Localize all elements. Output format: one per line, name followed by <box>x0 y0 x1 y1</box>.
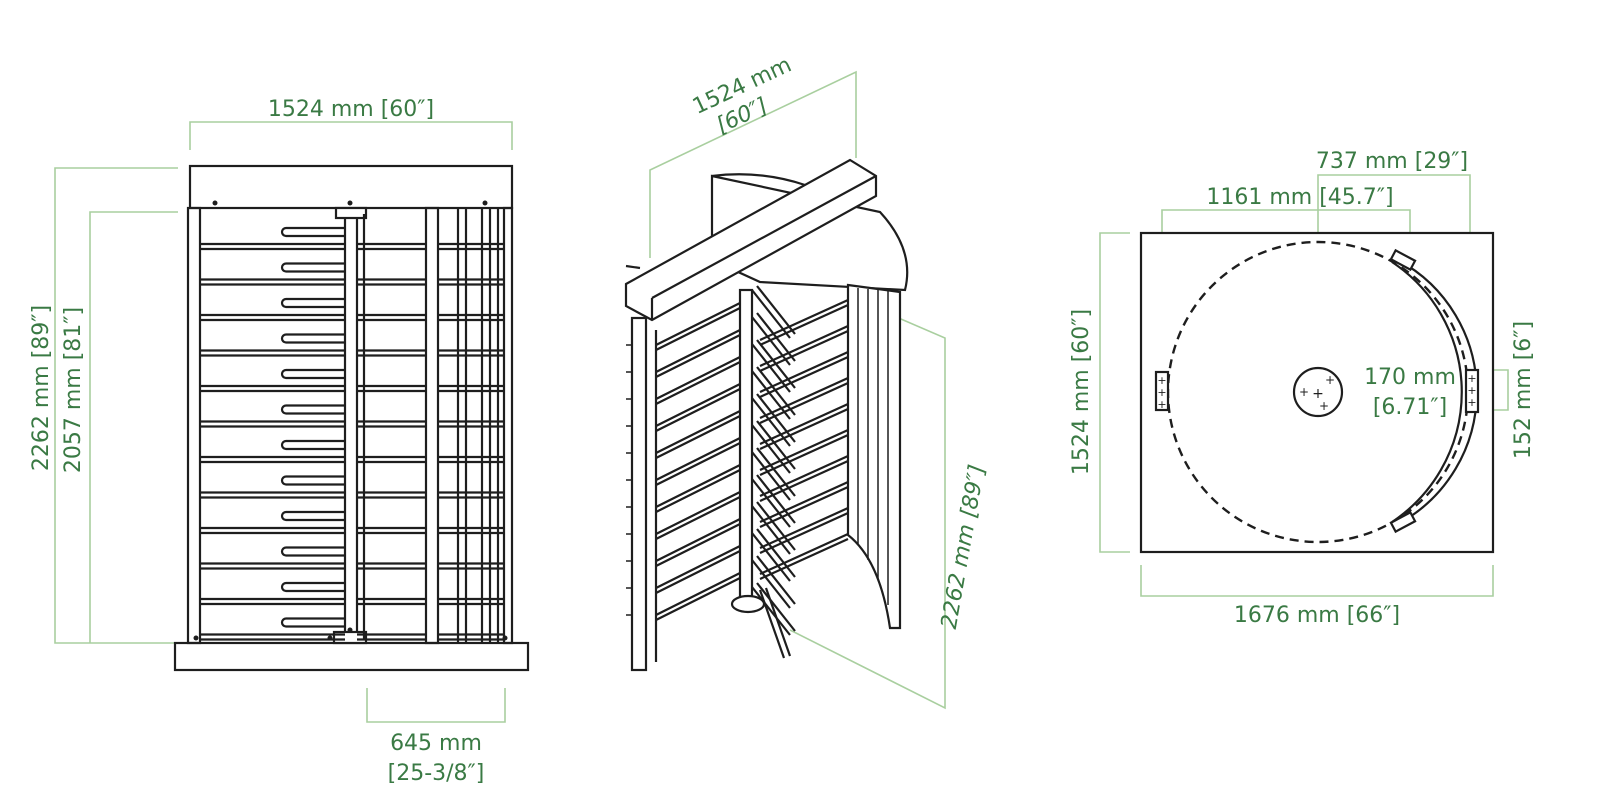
front-rotor-top-cap <box>334 206 368 220</box>
svg-text:+: + <box>1467 372 1476 385</box>
iso-rotor-arm <box>751 447 796 501</box>
iso-rotor-arm <box>751 474 796 528</box>
iso-dimension-lines <box>649 70 946 710</box>
front-right-post <box>502 206 514 645</box>
top-right-post <box>1464 368 1480 414</box>
front-arm-pair <box>200 297 504 322</box>
iso-right-arm <box>759 298 849 347</box>
front-base-plate <box>173 641 530 672</box>
iso-rotor-arm <box>751 393 796 447</box>
svg-text:+: + <box>1299 385 1309 399</box>
front-arm-width-label-mm: 645 mm <box>390 731 482 756</box>
iso-rotor-shaft <box>738 288 754 612</box>
iso-left-arm <box>626 329 741 378</box>
front-arm-pair <box>200 475 504 499</box>
iso-left-arm <box>626 302 741 351</box>
front-arm-pair <box>200 226 504 251</box>
svg-text:+: + <box>1325 373 1335 387</box>
svg-text:+: + <box>1157 398 1166 411</box>
iso-left-arm <box>626 356 741 405</box>
front-rotor-shaft <box>343 212 359 642</box>
top-hub-label-in: [6.71″] <box>1373 395 1447 420</box>
iso-left-arm <box>626 518 741 567</box>
iso-right-arm <box>759 324 849 373</box>
top-post-label: 152 mm [6″] <box>1511 321 1536 459</box>
iso-rotor-base <box>730 594 766 614</box>
top-left-post-bolts: + + + <box>1157 374 1166 411</box>
iso-left-arm <box>626 410 741 459</box>
iso-rotor-arm <box>751 528 796 582</box>
iso-left-arm <box>626 572 741 621</box>
front-left-post <box>186 206 202 645</box>
iso-rotor-arm <box>751 420 796 474</box>
iso-rotor-lower-arm <box>758 589 786 659</box>
top-hub-label-mm: 170 mm <box>1364 365 1456 390</box>
iso-rotor-arm <box>751 339 796 393</box>
front-header-bolts <box>193 200 508 641</box>
iso-right-arm <box>759 376 849 425</box>
iso-curved-wall <box>846 283 902 630</box>
front-horizontal-arms <box>200 226 504 641</box>
iso-left-arm <box>626 437 741 486</box>
iso-right-arms <box>759 298 849 581</box>
iso-rotor-arms <box>751 285 796 659</box>
front-view: 1524 mm [60″] 2262 mm [89″] 2057 mm [81″… <box>29 97 530 786</box>
top-wall-bracket-upper <box>1389 248 1417 272</box>
front-total-height-label: 2262 mm [89″] <box>29 305 54 471</box>
top-offset-label: 737 mm [29″] <box>1316 149 1468 174</box>
top-wall-bracket-lower <box>1389 510 1417 534</box>
iso-curved-wall-bars <box>857 288 889 605</box>
front-arm-pair <box>200 404 504 428</box>
front-passage-height-label: 2057 mm [81″] <box>61 307 86 473</box>
svg-text:+: + <box>1312 386 1324 402</box>
front-arm-pair <box>200 368 504 393</box>
front-arm-pair <box>200 333 504 357</box>
iso-rotor-arm <box>751 582 796 636</box>
front-barrier-post <box>424 206 440 645</box>
svg-text:+: + <box>1157 374 1166 387</box>
iso-right-arm <box>759 428 849 477</box>
svg-text:+: + <box>1157 386 1166 399</box>
front-arm-pair <box>200 581 504 606</box>
front-arm-pair <box>200 546 504 570</box>
top-radius-label: 1161 mm [45.7″] <box>1206 185 1393 210</box>
front-arm-pair <box>200 617 504 641</box>
iso-left-arm <box>626 383 741 432</box>
iso-right-arm <box>759 454 849 503</box>
front-arm-pair <box>200 439 504 464</box>
iso-rotor-arm <box>751 366 796 420</box>
top-depth-label: 1524 mm [60″] <box>1069 309 1094 475</box>
top-rotor-hub <box>1292 366 1344 418</box>
top-hub-bolts: + + + + <box>1299 373 1335 413</box>
iso-top-beam <box>624 158 878 322</box>
iso-canopy-front-edge <box>711 173 806 187</box>
iso-right-arm <box>759 506 849 555</box>
iso-rotor-arm <box>751 555 796 609</box>
top-view: + + + + + + + + + + 737 mm [29″] 1161 mm… <box>1069 149 1536 628</box>
iso-left-arm <box>626 491 741 540</box>
iso-left-frame-post <box>630 316 648 672</box>
front-arm-pair <box>200 262 504 286</box>
svg-text:+: + <box>1467 396 1476 409</box>
top-right-post-bolts: + + + <box>1467 372 1476 409</box>
iso-right-arm <box>759 532 849 581</box>
iso-left-arm <box>626 545 741 594</box>
iso-rotor-arm <box>751 285 796 339</box>
front-arm-pair <box>200 510 504 535</box>
iso-left-arm <box>626 464 741 513</box>
iso-rotor-arm <box>751 312 796 366</box>
front-arm-width-label-in: [25-3/8″] <box>388 761 485 786</box>
iso-right-arm <box>759 480 849 529</box>
svg-text:+: + <box>1467 384 1476 397</box>
svg-text:+: + <box>1319 399 1329 413</box>
iso-view: 1524 mm [60″] 2262 mm [89″] <box>624 52 990 710</box>
front-width-label: 1524 mm [60″] <box>268 97 434 122</box>
top-left-post <box>1154 370 1170 412</box>
top-width-label: 1676 mm [66″] <box>1234 603 1400 628</box>
iso-rotor-arm <box>751 501 796 555</box>
iso-left-arms <box>626 302 741 621</box>
front-dimension-lines <box>54 121 513 723</box>
